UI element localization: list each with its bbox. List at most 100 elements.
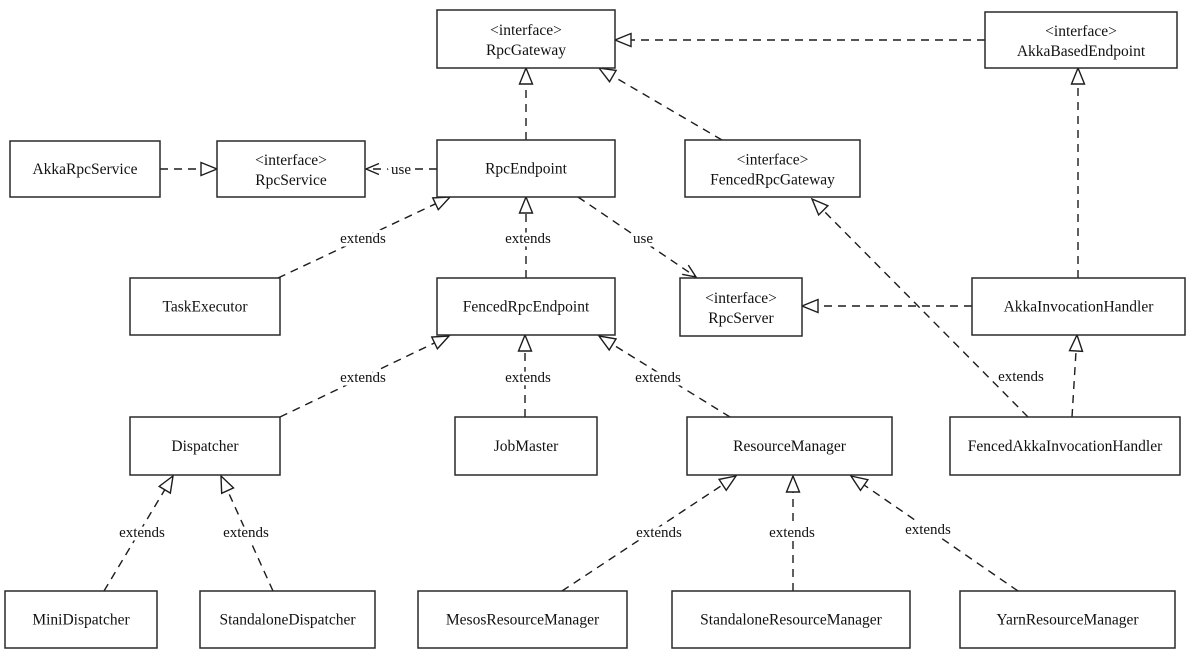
class-box [679,277,803,337]
class-name: TaskExecutor [163,299,249,316]
class-box [199,590,376,649]
edge-label: extends [905,522,951,538]
edge-fenced-akka-invocation-handler--fenced-rpc-gateway [810,197,1029,418]
class-node-resource-manager: ResourceManager [686,416,893,476]
class-box [949,416,1181,476]
class-box [417,590,628,649]
hollow-triangle-arrowhead [800,298,819,314]
class-box [9,140,161,198]
class-box [971,277,1186,336]
class-name: AkkaInvocationHandler [1004,299,1155,316]
class-box [129,277,281,336]
edge-akka-invocation-handler--rpc-server [800,298,972,314]
edge-akka-rpc-service--rpc-service [160,161,219,177]
class-node-rpc-server: <interface> RpcServer [679,277,803,337]
class-node-standalone-dispatcher: StandaloneDispatcher [199,590,376,649]
edge-label: extends [635,370,681,386]
class-node-job-master: JobMaster [454,416,598,476]
class-node-fenced-rpc-endpoint: FencedRpcEndpoint [436,277,616,336]
class-name: FencedRpcGateway [710,172,835,189]
edge-label: extends [340,370,386,386]
class-node-yarn-resource-manager: YarnResourceManager [959,590,1176,649]
dashed-line [577,196,697,278]
class-name: AkkaBasedEndpoint [1017,43,1146,60]
class-name: MiniDispatcher [32,612,130,629]
hollow-triangle-arrowhead [430,335,451,351]
edge-rpc-endpoint--rpc-service: use [364,159,437,182]
dashed-line [277,203,436,279]
class-box [671,590,911,649]
dashed-line [612,75,723,141]
class-name: StandaloneResourceManager [700,612,882,629]
class-name: FencedRpcEndpoint [463,299,590,316]
dashed-line [279,342,435,418]
class-name: ResourceManager [733,438,847,455]
class-node-dispatcher: Dispatcher [129,416,281,476]
class-box [436,139,616,198]
dashed-line [561,484,724,592]
class-box [959,590,1176,649]
edge-label: extends [636,525,682,541]
hollow-triangle-arrowhead [717,474,738,492]
edge-akka-invocation-handler--akka-based-endpoint [1070,66,1086,278]
hollow-triangle-arrowhead [613,32,632,48]
class-box [4,590,158,649]
class-node-fenced-akka-invocation-handler: FencedAkkaInvocationHandler [949,416,1181,476]
class-box [686,416,893,476]
class-box [436,9,616,69]
edge-mesos-resource-manager--resource-manager: extends [561,474,738,592]
edge-label: extends [505,370,551,386]
edge-rpc-endpoint--rpc-server: use [577,196,698,279]
class-node-task-executor: TaskExecutor [129,277,281,336]
class-name: FencedAkkaInvocationHandler [968,438,1163,455]
stereotype-label: <interface> [705,290,777,307]
class-name: RpcServer [708,310,774,327]
open-arrowhead [682,264,698,279]
class-name: YarnResourceManager [996,612,1139,629]
edge-rpc-endpoint--rpc-gateway [518,66,534,140]
edge-label: use [391,162,411,178]
hollow-triangle-arrowhead [1070,66,1086,85]
class-box [436,277,616,336]
edge-label: extends [340,231,386,247]
class-name: MesosResourceManager [446,612,600,629]
hollow-triangle-arrowhead [597,335,618,352]
hollow-triangle-arrowhead [518,66,534,85]
class-node-akka-based-endpoint: <interface>AkkaBasedEndpoint [984,11,1178,69]
class-box [216,140,366,198]
class-name: Dispatcher [171,438,239,455]
class-node-akka-rpc-service: AkkaRpcService [9,140,161,198]
dashed-line [822,209,1029,418]
class-name: RpcGateway [486,42,566,59]
edge-label: extends [505,231,551,247]
class-name: RpcEndpoint [485,161,567,178]
edge-label: extends [119,525,165,541]
open-arrowhead [364,162,380,176]
edge-label: use [633,231,653,247]
edge-fenced-akka-invocation-handler--akka-invocation-handler: extends [995,333,1084,418]
hollow-triangle-arrowhead [518,195,534,214]
hollow-triangle-arrowhead [785,474,801,493]
hollow-triangle-arrowhead [517,333,533,352]
hollow-triangle-arrowhead [220,474,235,495]
class-name: AkkaRpcService [32,161,137,178]
hollow-triangle-arrowhead [1068,333,1084,353]
class-name: JobMaster [494,438,559,455]
class-node-akka-invocation-handler: AkkaInvocationHandler [971,277,1186,336]
edge-standalone-resource-manager--resource-manager: extends [766,474,819,591]
edge-mini-dispatcher--dispatcher: extends [103,474,174,592]
edge-label: extends [769,525,815,541]
dashed-line [612,343,731,418]
class-node-fenced-rpc-gateway: <interface>FencedRpcGateway [684,139,861,198]
edge-akka-based-endpoint--rpc-gateway [613,32,985,48]
class-box [454,416,598,476]
hollow-triangle-arrowhead [849,474,870,492]
hollow-triangle-arrowhead [157,474,174,495]
edge-standalone-dispatcher--dispatcher: extends [220,474,274,592]
edge-fenced-rpc-endpoint--rpc-endpoint: extends [502,195,555,278]
edge-label: extends [223,525,269,541]
class-name: RpcService [255,172,327,189]
class-node-rpc-service: <interface>RpcService [216,140,366,198]
edge-job-master--fenced-rpc-endpoint: extends [502,333,555,417]
